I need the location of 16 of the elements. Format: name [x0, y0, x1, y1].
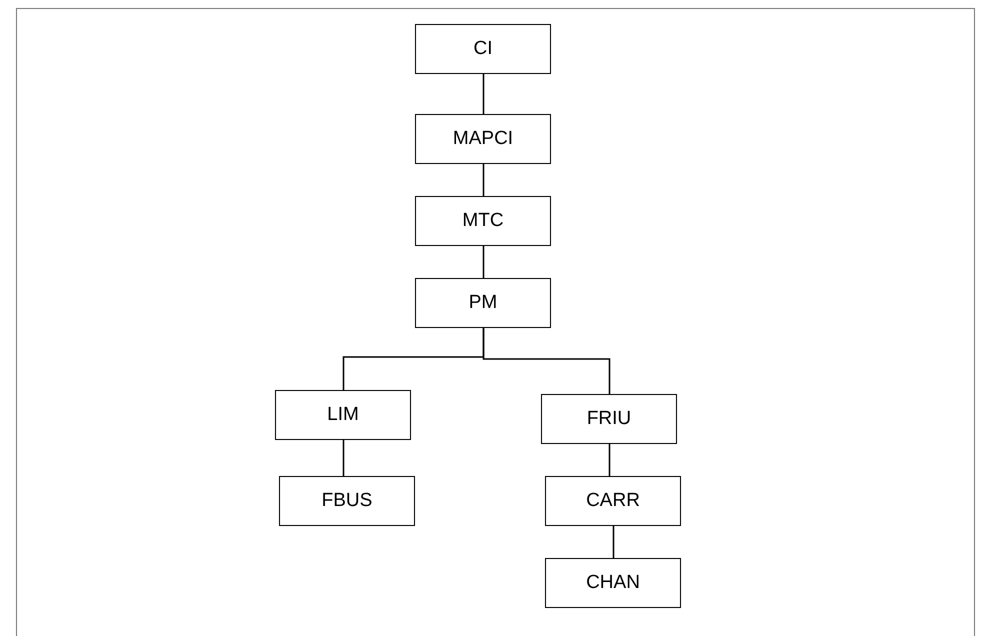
menu-box: CHAN — [545, 558, 681, 608]
connector-line — [482, 164, 484, 196]
connector-line — [608, 444, 610, 476]
menu-box: FBUS — [279, 476, 415, 526]
menu-box: MTC — [415, 196, 551, 246]
connector-line — [482, 328, 610, 394]
menu-box: PM — [415, 278, 551, 328]
menu-box: CI — [415, 24, 551, 74]
menu-box: LIM — [275, 390, 411, 440]
connector-line — [612, 526, 614, 558]
connector-line — [342, 440, 344, 476]
menu-box: CARR — [545, 476, 681, 526]
connector-line — [482, 74, 484, 114]
menu-box: FRIU — [541, 394, 677, 444]
menu-box: MAPCI — [415, 114, 551, 164]
connector-line — [482, 246, 484, 278]
